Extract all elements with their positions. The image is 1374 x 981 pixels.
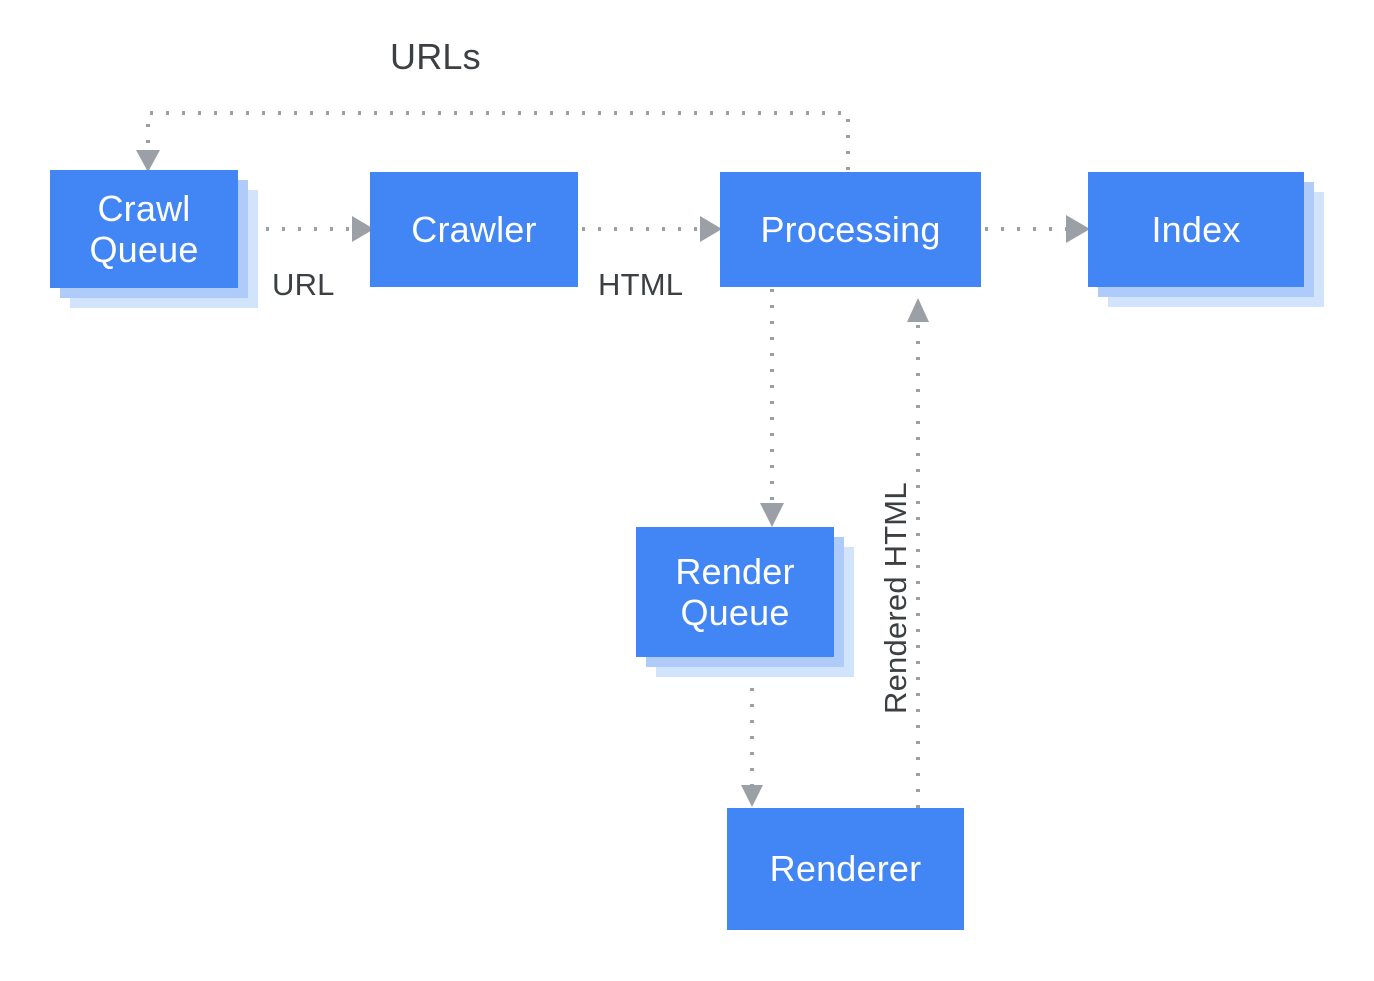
edge-to-render-queue xyxy=(760,289,784,527)
edge-html xyxy=(582,216,722,242)
edge-label-url: URL xyxy=(272,267,335,302)
edge-urls xyxy=(136,111,850,172)
edge-label-rendered-html: Rendered HTML xyxy=(878,482,913,714)
node-crawl-queue[interactable]: Crawl Queue xyxy=(50,170,238,288)
edge-label-urls: URLs xyxy=(390,36,481,77)
node-crawler[interactable]: Crawler xyxy=(370,172,578,287)
edge-label-html: HTML xyxy=(598,267,684,302)
node-renderer[interactable]: Renderer xyxy=(727,808,964,930)
node-render-queue[interactable]: Render Queue xyxy=(636,527,834,657)
edge-url xyxy=(250,216,374,242)
node-index[interactable]: Index xyxy=(1088,172,1304,287)
edge-to-renderer xyxy=(741,672,763,807)
node-processing[interactable]: Processing xyxy=(720,172,981,287)
edge-to-index xyxy=(985,215,1090,243)
